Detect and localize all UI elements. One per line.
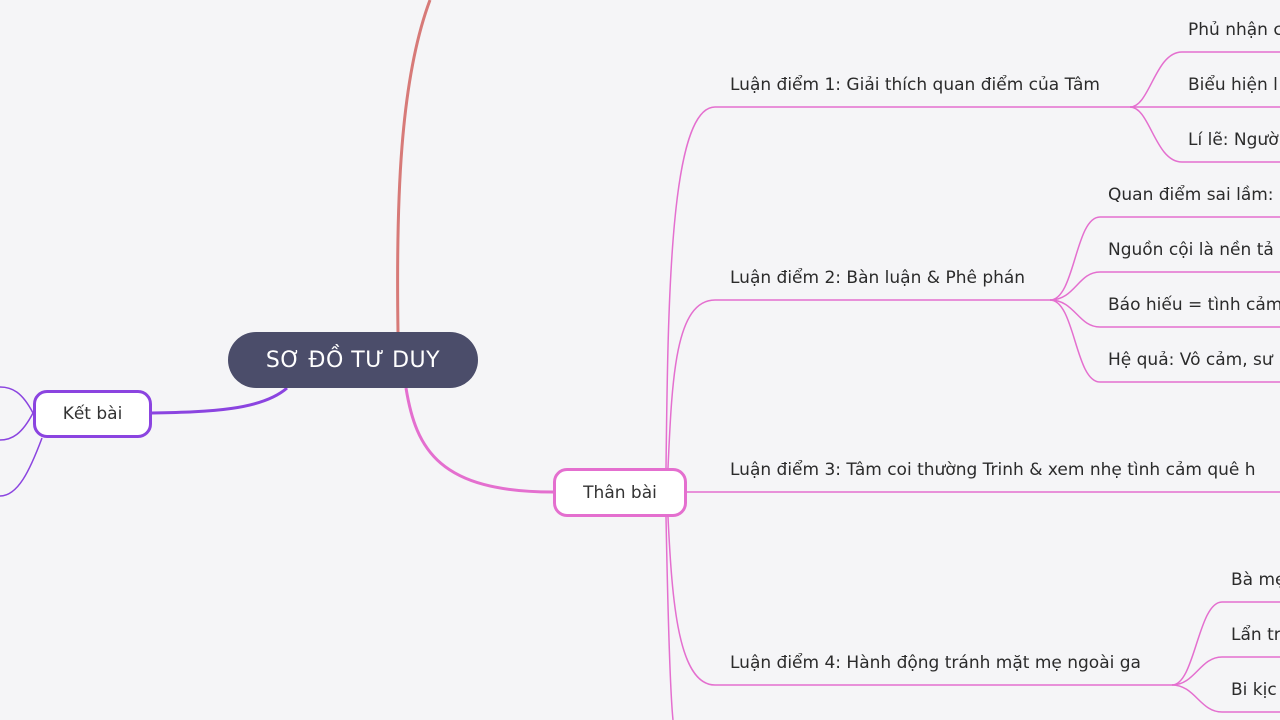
connector-ld4-c3 [1171,684,1280,713]
point-4-child-2[interactable]: Lẩn trá [1231,625,1280,645]
connector-thanbai-ld2 [667,299,1050,469]
point-1-child-3[interactable]: Lí lẽ: Ngườ [1188,130,1279,150]
point-2-child-3[interactable]: Báo hiếu = tình cảm [1108,295,1280,315]
point-2-child-1[interactable]: Quan điểm sai lầm: [1108,185,1274,205]
connector-ld2-c4 [1049,299,1280,383]
point-4-child-3[interactable]: Bi kịc [1231,680,1277,700]
connector-root-thanbai [404,387,554,494]
root-node[interactable]: SƠ ĐỒ TƯ DUY [228,332,478,388]
connector-ketbai-child-2 [0,412,34,441]
connector-ld4-c1 [1171,601,1280,686]
point-1-child-2[interactable]: Biểu hiện l [1188,75,1278,95]
point-4-child-1[interactable]: Bà mẹ [1231,570,1280,590]
branch-ket-bai[interactable]: Kết bài [33,390,152,438]
connector-thanbai-ld1 [665,106,1130,469]
connector-ld1-c3 [1129,106,1280,163]
connector-ld1-c1 [1129,51,1280,108]
connector-thanbai-ld4 [667,516,1172,686]
point-2-child-4[interactable]: Hệ quả: Vô cảm, sư [1108,350,1273,370]
connector-ld2-c3 [1049,299,1280,328]
root-node-label: SƠ ĐỒ TƯ DUY [265,347,441,373]
point-4-node[interactable]: Luận điểm 4: Hành động tránh mặt mẹ ngoà… [730,653,1141,673]
connector-ld2-c2 [1049,271,1280,301]
point-3-node[interactable]: Luận điểm 3: Tâm coi thường Trinh & xem … [730,460,1256,480]
connector-ld2-c1 [1049,216,1280,301]
connector-root-top [396,0,432,333]
connector-ketbai-child-1 [0,386,34,414]
branch-than-bai[interactable]: Thân bài [553,468,687,517]
branch-than-bai-label: Thân bài [583,482,657,503]
connector-ld4-c2 [1171,656,1280,686]
branch-ket-bai-label: Kết bài [62,404,123,424]
point-1-child-1[interactable]: Phủ nhận c [1188,20,1280,40]
connector-root-ketbai [151,386,288,415]
point-1-node[interactable]: Luận điểm 1: Giải thích quan điểm của Tâ… [730,75,1100,95]
connector-thanbai-ld5 [665,516,674,720]
point-2-child-2[interactable]: Nguồn cội là nền tả [1108,240,1274,260]
connector-ketbai-child-3 [0,437,43,497]
point-2-node[interactable]: Luận điểm 2: Bàn luận & Phê phán [730,268,1026,288]
